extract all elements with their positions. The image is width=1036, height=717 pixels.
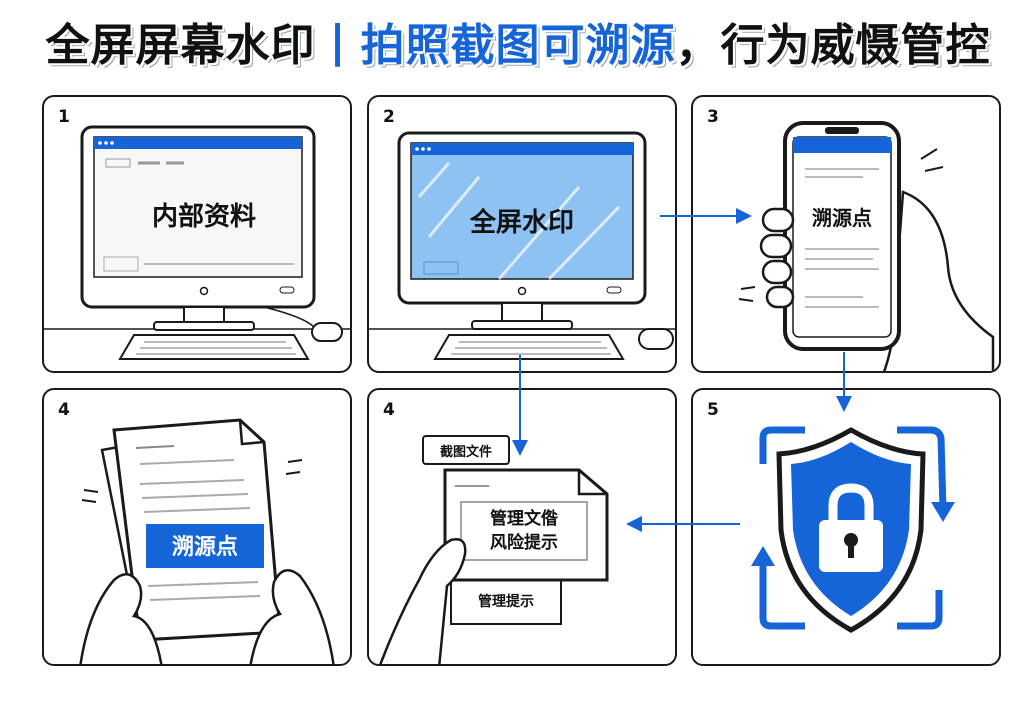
panel-number: 3 — [707, 107, 719, 127]
panel-number: 1 — [58, 107, 70, 127]
title-separator: | — [329, 15, 347, 67]
shield-lock-icon — [751, 426, 955, 633]
tag-bottom: 管理提示 — [478, 593, 534, 610]
panel-2: 2 全屏水印 — [367, 95, 677, 373]
panel-number: 4 — [383, 400, 395, 420]
screen-text: 溯源点 — [812, 206, 872, 230]
phone-photo-illustration: 溯源点 — [738, 121, 995, 371]
panel-number: 5 — [707, 400, 719, 420]
paper-document-illustration: 溯源点 — [79, 418, 335, 664]
panel-4-paper: 4 溯源点 — [42, 388, 352, 666]
panel-1: 1 内部资料 — [42, 95, 352, 373]
monitor-watermark-illustration: 全屏水印 — [369, 131, 675, 360]
panel-5: 5 — [691, 388, 1001, 666]
page-title: 全屏屏幕水印 | 拍照截图可溯源 ，行为威慑管控 — [0, 6, 1036, 76]
screen-text: 全屏水印 — [469, 207, 574, 238]
title-part-2: 拍照截图可溯源 — [360, 20, 676, 71]
paper-label: 溯源点 — [172, 534, 238, 560]
panel-4-screenshot: 4 截图文件 管理提示 管理文偺 风险提示 — [367, 388, 677, 666]
panel-number: 4 — [58, 400, 70, 420]
screen-text: 内部资料 — [152, 202, 256, 232]
title-part-3: ，行为威慑管控 — [675, 20, 991, 71]
panel-number: 2 — [383, 107, 395, 127]
monitor-illustration: 内部资料 — [44, 125, 350, 360]
card-line-2: 风险提示 — [490, 532, 558, 553]
panel-3: 3 溯源点 — [691, 95, 1001, 373]
card-line-1: 管理文偺 — [490, 508, 559, 529]
title-part-1: 全屏屏幕水印 — [45, 20, 316, 71]
screenshot-file-illustration: 截图文件 管理提示 管理文偺 风险提示 — [379, 435, 609, 664]
tag-top: 截图文件 — [440, 444, 492, 460]
